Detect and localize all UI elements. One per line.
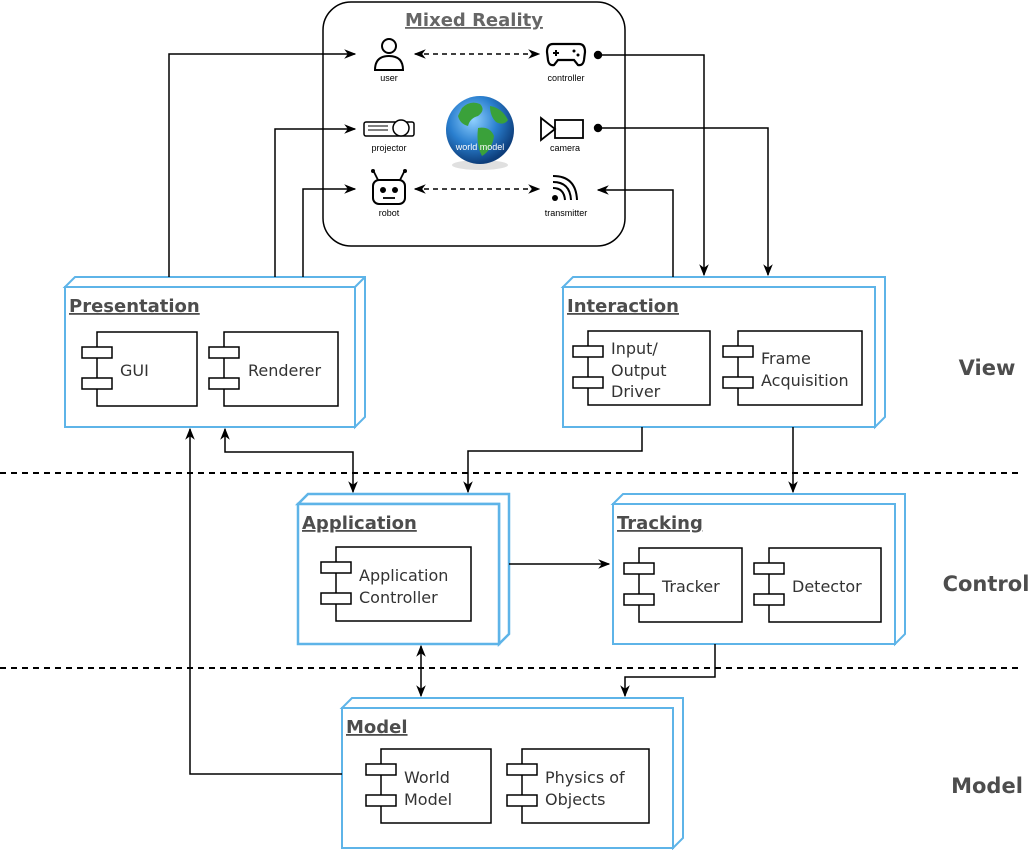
layer-label-view: View [959, 356, 1016, 380]
frame-acquisition-line1: Frame [761, 349, 811, 368]
tracker-label: Tracker [661, 577, 720, 596]
tracking-to-model-arrow [620, 644, 716, 698]
renderer-label: Renderer [248, 361, 321, 380]
input-output-driver-line2: Output [611, 361, 667, 380]
world-model-line1: World [404, 768, 450, 787]
layer-label-model: Model [951, 774, 1023, 798]
interaction-title: Interaction [567, 296, 679, 317]
mixed-reality-box: Mixed Reality user controller projector [322, 1, 626, 247]
detector-label: Detector [792, 577, 862, 596]
model-to-presentation-arrow [185, 427, 342, 775]
connectors [168, 49, 798, 775]
camera-to-interaction-arrow [593, 123, 773, 277]
detector-component: Detector [753, 547, 882, 623]
world-model-label: world model [455, 142, 505, 152]
controller-label: controller [547, 73, 584, 83]
gui-label: GUI [120, 361, 149, 380]
user-icon [373, 38, 405, 71]
application-controller-line2: Controller [359, 588, 438, 607]
transmitter-label: transmitter [545, 208, 588, 218]
application-title: Application [302, 513, 417, 534]
layer-label-control: Control [943, 572, 1030, 596]
input-output-driver-line1: Input/ [611, 339, 658, 358]
controller-icon [545, 42, 587, 67]
model-node: Model World Model Physics of Objects [339, 697, 684, 851]
camera-icon [540, 116, 584, 142]
application-controller-component: Application Controller [320, 546, 472, 622]
presentation-title: Presentation [69, 296, 200, 317]
mixed-reality-title: Mixed Reality [405, 10, 543, 31]
application-node: Application Application Controller [294, 492, 511, 648]
physics-line2: Objects [545, 790, 605, 809]
world-model-line2: Model [404, 790, 452, 809]
tracking-node: Tracking Tracker Detector [610, 493, 906, 647]
projector-icon [363, 119, 415, 137]
gui-component: GUI [81, 331, 198, 407]
input-output-driver-line3: Driver [611, 382, 661, 401]
transmitter-icon [552, 175, 578, 201]
presentation-to-projector-arrow [274, 124, 357, 277]
robot-icon [371, 169, 407, 205]
presentation-to-user-arrow [168, 49, 357, 277]
tracker-component: Tracker [623, 547, 743, 623]
globe-icon [446, 96, 514, 170]
physics-component: Physics of Objects [506, 748, 650, 824]
camera-label: camera [550, 143, 580, 153]
frame-acquisition-line2: Acquisition [761, 371, 849, 390]
interaction-node: Interaction Input/ Output Driver Frame A… [560, 276, 886, 430]
tracking-title: Tracking [617, 513, 703, 534]
presentation-to-robot-arrow [302, 184, 357, 277]
physics-line1: Physics of [545, 768, 625, 787]
presentation-application-arrow [220, 427, 358, 494]
projector-label: projector [371, 143, 406, 153]
interaction-to-transmitter-arrow [596, 185, 674, 277]
model-title: Model [346, 717, 408, 738]
frame-acquisition-component: Frame Acquisition [722, 330, 863, 406]
input-output-driver-component: Input/ Output Driver [572, 330, 711, 406]
presentation-node: Presentation GUI Renderer [62, 276, 366, 430]
user-label: user [380, 73, 398, 83]
renderer-component: Renderer [208, 331, 339, 407]
application-controller-line1: Application [359, 566, 448, 585]
world-model-component: World Model [365, 748, 492, 824]
interaction-to-application-arrow [463, 427, 643, 494]
robot-label: robot [379, 208, 400, 218]
